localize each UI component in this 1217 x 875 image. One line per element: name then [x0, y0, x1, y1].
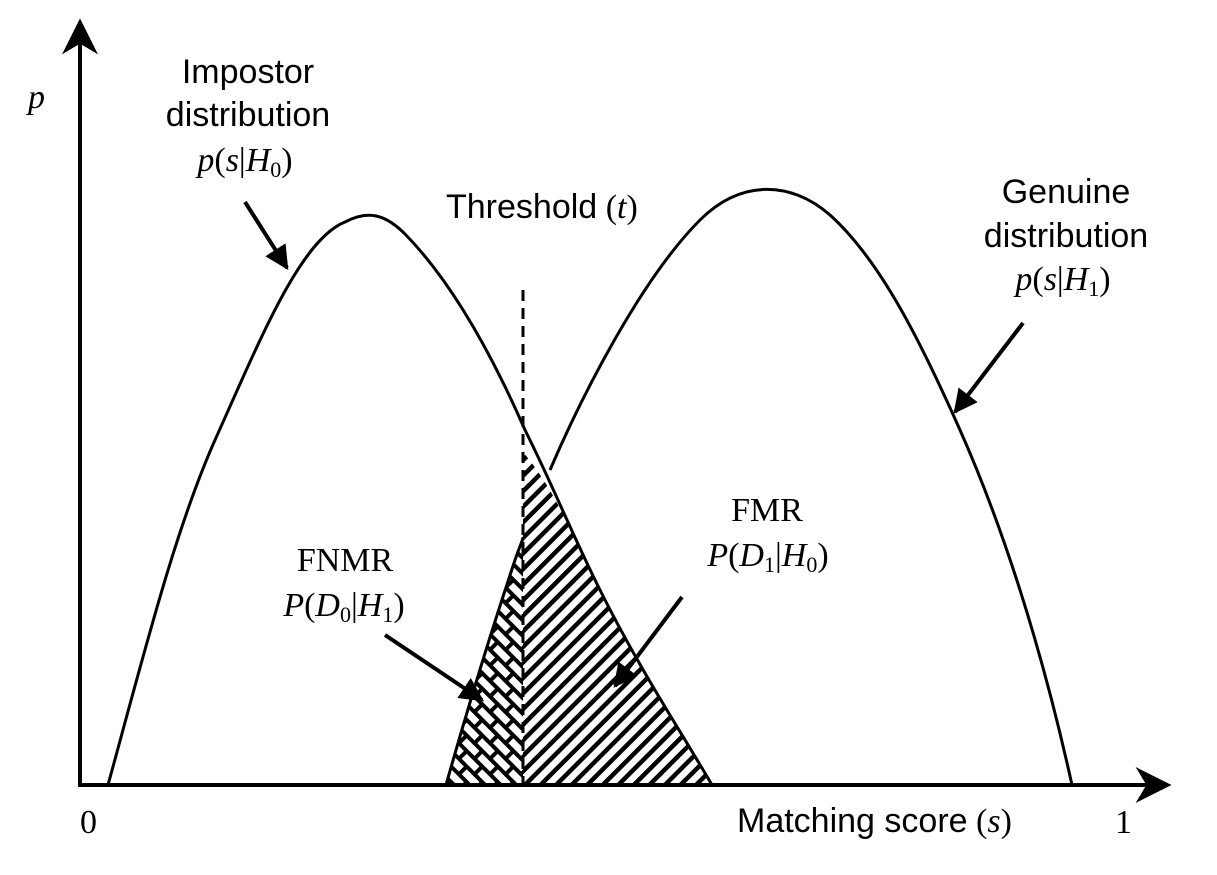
fmr-region: [523, 452, 712, 785]
genuine-formula: p(s|H1): [1013, 261, 1110, 301]
fmr-formula: P(D1|H0): [706, 537, 828, 577]
genuine-pointer-arrow: [953, 321, 1025, 414]
fmr-label: FMR: [731, 492, 803, 529]
fnmr-pointer-arrow: [383, 633, 484, 702]
y-axis-label: p: [26, 79, 45, 116]
x-axis-label-text: Matching score: [737, 802, 968, 840]
x-axis-label: Matching score (s): [737, 802, 1012, 840]
fmr-pointer-arrow: [613, 595, 684, 688]
genuine-label-line1: Genuine: [1002, 173, 1131, 211]
x-axis-var: s: [987, 803, 1000, 840]
genuine-curve: [444, 187, 1074, 786]
impostor-label-line1: Impostor: [182, 53, 314, 91]
threshold-label: Threshold (t): [446, 188, 638, 226]
x-axis-paren-open: (: [976, 803, 987, 840]
genuine-label-line2: distribution: [984, 217, 1148, 255]
impostor-curve: [106, 213, 714, 786]
impostor-formula: p(s|H0): [195, 142, 292, 182]
impostor-label-line2: distribution: [166, 96, 330, 134]
impostor-pointer-arrow: [243, 200, 289, 271]
x-max-label: 1: [1115, 804, 1132, 841]
fnmr-formula: P(D0|H1): [282, 587, 404, 627]
fnmr-label: FNMR: [297, 542, 394, 579]
x-min-label: 0: [80, 804, 97, 841]
x-axis-paren-close: ): [1001, 803, 1012, 840]
